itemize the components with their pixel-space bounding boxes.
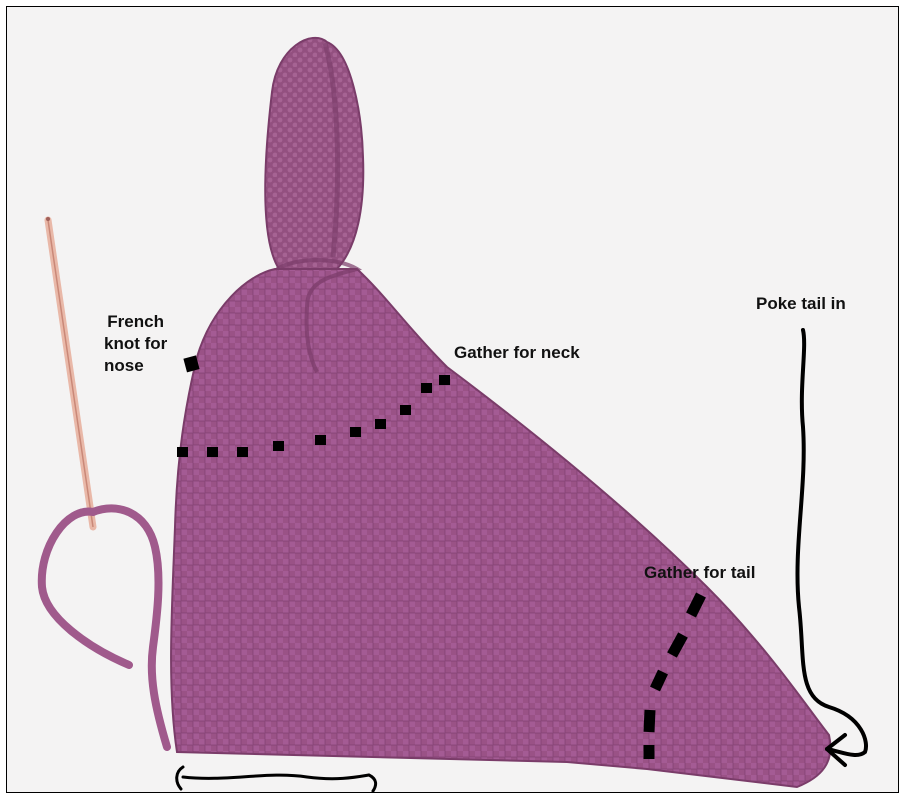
poke-tail-label: Poke tail in bbox=[756, 293, 846, 315]
knitted-head bbox=[265, 38, 363, 269]
gather-neck-label: Gather for neck bbox=[454, 342, 580, 364]
knitted-piece-photo bbox=[7, 7, 899, 793]
photo-frame: French knot for nose Gather for neck Gat… bbox=[6, 6, 899, 793]
french-knot-label: French knot for nose bbox=[104, 311, 167, 377]
gather-tail-label: Gather for tail bbox=[644, 562, 755, 584]
french-knot-line3: nose bbox=[104, 355, 167, 377]
french-knot-line2: knot for bbox=[104, 333, 167, 355]
french-knot-line1: French bbox=[104, 311, 167, 333]
